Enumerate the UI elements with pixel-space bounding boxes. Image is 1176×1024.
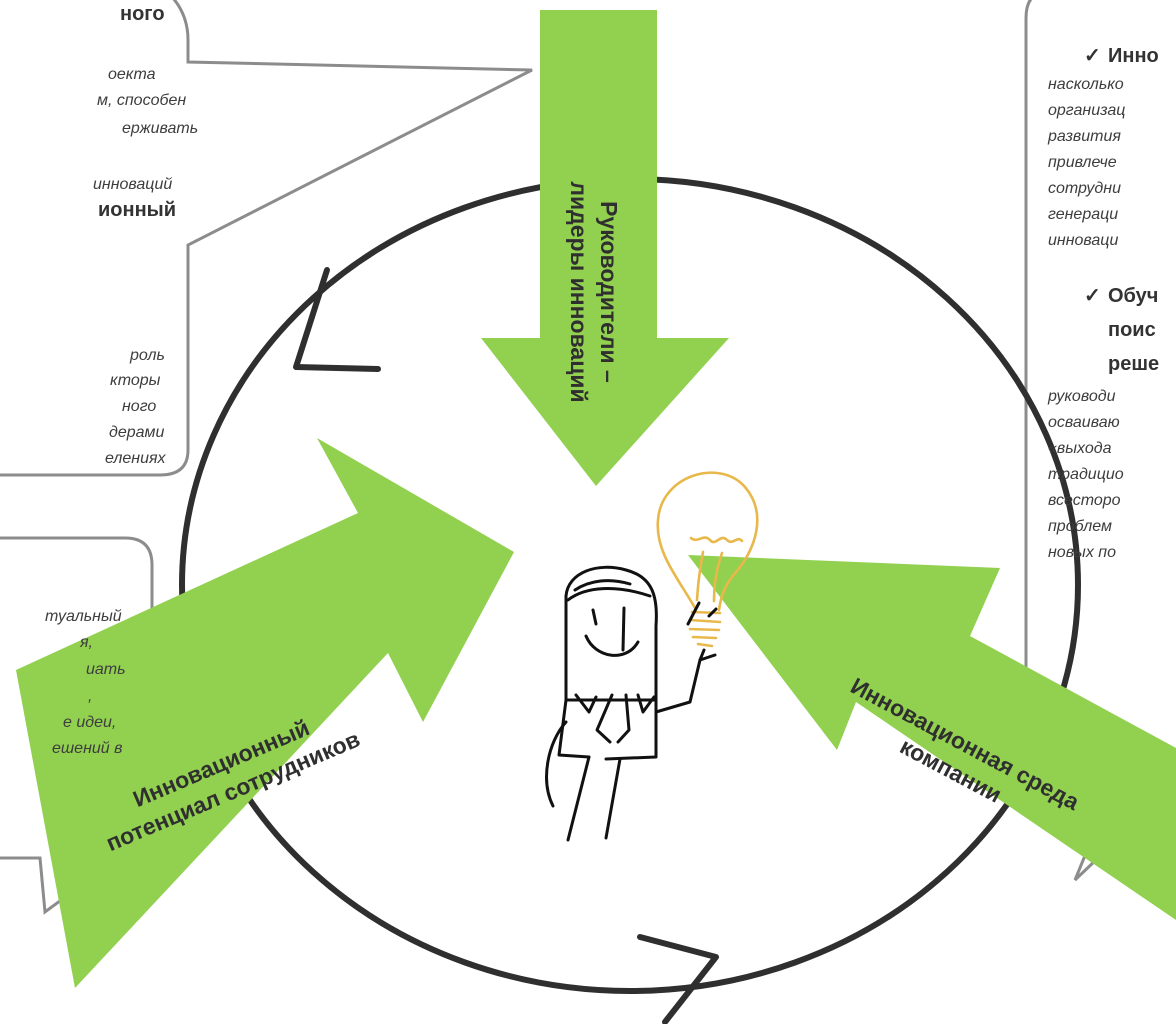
- left-top-callout-text-3: ерживать: [122, 120, 199, 137]
- top-arrow-label: Руководители – лидеры инноваций: [564, 152, 624, 432]
- right-callout-item1-text-3: развития: [1048, 128, 1121, 145]
- left-top-callout-text-8: дерами: [109, 424, 165, 441]
- left-top-callout-heading-1: ного: [120, 3, 165, 25]
- right-callout-item1-text-2: организац: [1048, 102, 1126, 119]
- left-bottom-callout-text-6: ешений в: [52, 740, 123, 757]
- left-top-callout-text-9: елениях: [105, 450, 166, 467]
- right-callout-item2-heading-3: реше: [1108, 353, 1160, 375]
- left-top-callout-text-5: роль: [130, 347, 165, 364]
- lightbulb-icon: [656, 471, 759, 648]
- top-arrow-label-line1: Руководители –: [596, 201, 622, 383]
- right-callout-item1-text-5: сотрудни: [1048, 180, 1121, 197]
- check-mark-icon: ✓: [1084, 45, 1101, 67]
- cycle-arrowhead-left: [293, 267, 381, 372]
- right-callout-item1-text-6: генераци: [1048, 206, 1119, 223]
- right-callout-item1-heading-text: Инно: [1108, 45, 1159, 67]
- left-bottom-callout-text-2: я,: [80, 634, 93, 651]
- left-top-callout-bubble: [0, 0, 533, 477]
- right-callout-item1-text-4: привлече: [1048, 154, 1117, 171]
- top-arrow-label-line2: лидеры инноваций: [566, 181, 592, 403]
- left-top-callout-text-1: оекта: [108, 66, 156, 83]
- right-callout-item2-heading-1: ✓ Обуч: [1084, 282, 1158, 310]
- right-callout-item2-text-6: проблем: [1048, 518, 1112, 535]
- right-callout-item1-heading: ✓ Инно: [1084, 42, 1159, 70]
- right-callout-item2-text-1: руководи: [1048, 388, 1116, 405]
- right-green-arrow: [688, 555, 1176, 920]
- left-green-arrow: [16, 438, 514, 988]
- left-bottom-callout-text-3: иать: [86, 661, 126, 678]
- cycle-arrowhead-bottom: [637, 934, 719, 1024]
- left-top-callout-text-7: ного: [122, 398, 157, 415]
- right-callout-item2-text-2: осваиваю: [1048, 414, 1120, 431]
- right-callout-item1-text-1: насколько: [1048, 76, 1124, 93]
- right-callout-item2-text-3: «выхода: [1048, 440, 1112, 457]
- right-callout-item2-heading-2: поис: [1108, 319, 1156, 341]
- check-mark-icon: ✓: [1084, 285, 1101, 307]
- right-callout-item2-text-7: новых по: [1048, 544, 1116, 561]
- left-top-callout-text-4: инноваций: [93, 176, 173, 193]
- right-callout-item2-heading-text: Обуч: [1108, 285, 1159, 307]
- left-top-callout-text-2: м, способен: [97, 92, 187, 109]
- left-top-callout-text-6: кторы: [110, 372, 161, 389]
- top-green-arrow: [481, 10, 729, 486]
- right-callout-item2-text-5: всесторо: [1048, 492, 1121, 509]
- left-top-callout-heading-2: ионный: [98, 199, 177, 221]
- person-figure-icon: [545, 565, 718, 842]
- left-bottom-callout-text-5: е идеи,: [63, 714, 117, 731]
- right-callout-item2-text-4: традицио: [1048, 466, 1124, 483]
- left-bottom-callout-text-4: ,: [88, 688, 93, 705]
- right-callout-item1-text-7: инноваци: [1048, 232, 1119, 249]
- left-bottom-callout-text-1: туальный: [45, 608, 122, 625]
